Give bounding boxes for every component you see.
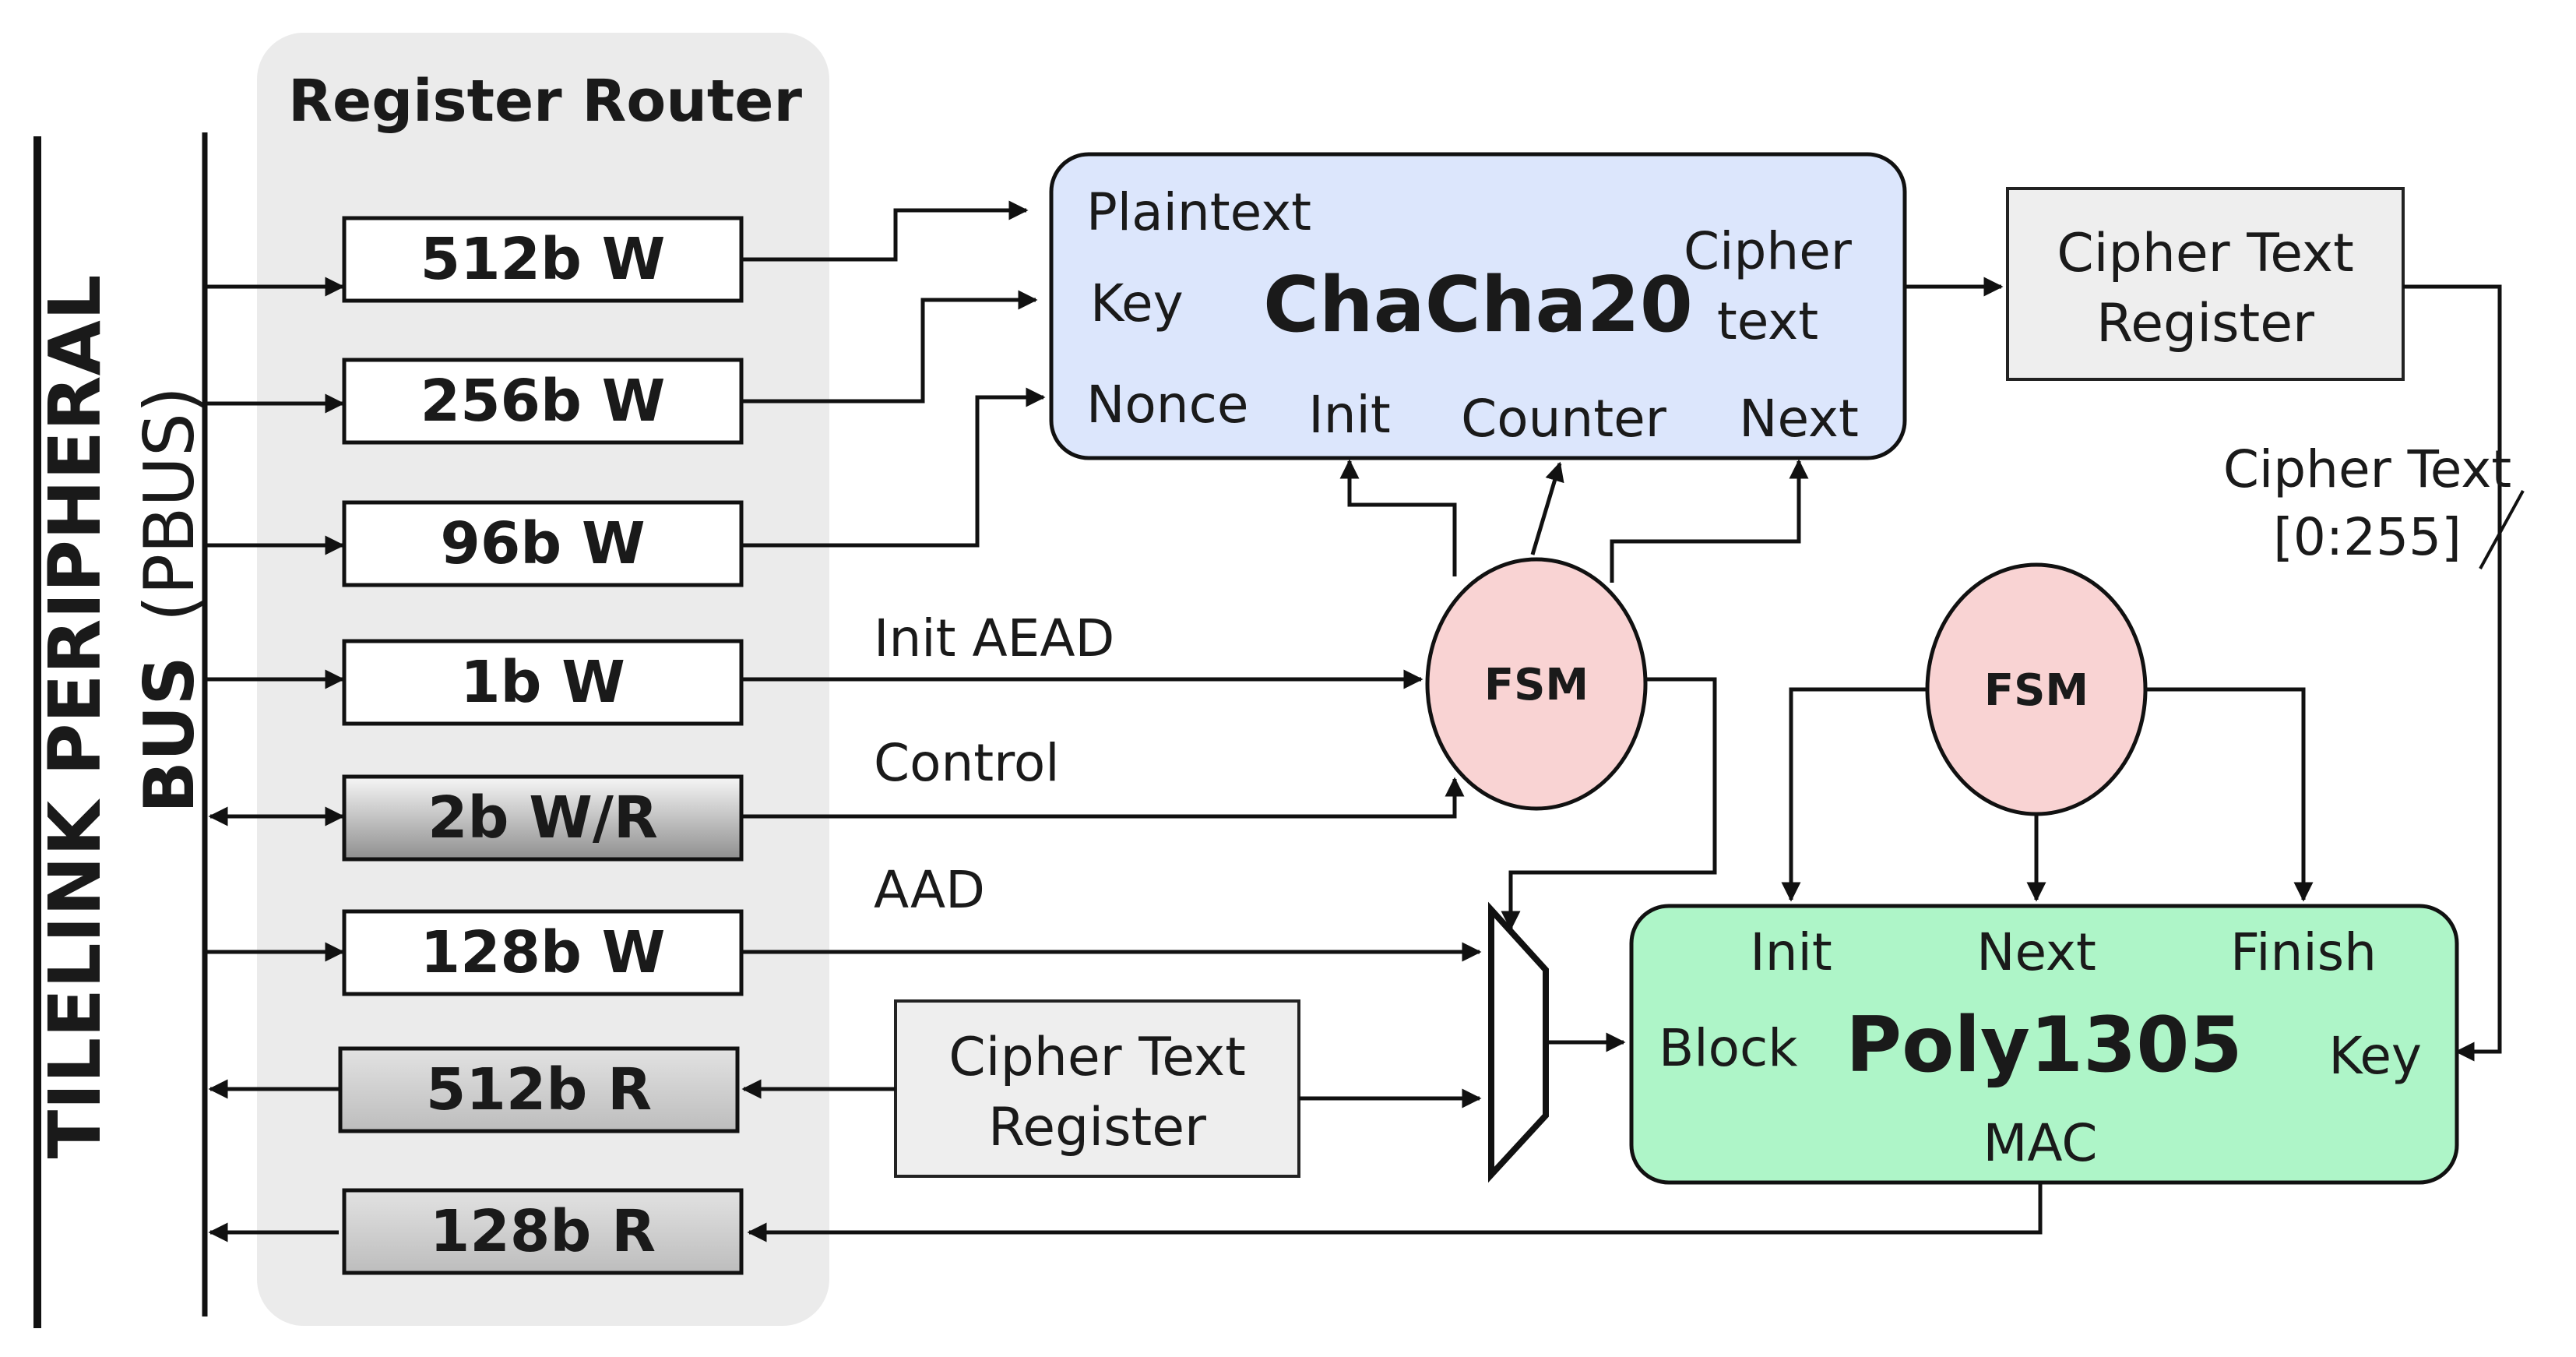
cipher-register-top-line2: Register xyxy=(2096,293,2314,354)
svg-text:BUS (PBUS): BUS (PBUS) xyxy=(129,386,209,813)
register-label: 96b W xyxy=(440,510,645,577)
register-512b-r: 512b R xyxy=(338,1046,740,1133)
cipher-text-register-top: Cipher Text Register xyxy=(2006,187,2405,381)
register-128b-r: 128b R xyxy=(342,1188,744,1275)
bus-subtitle-normal: (PBUS) xyxy=(129,386,209,622)
poly-name: Poly1305 xyxy=(1846,1001,2242,1090)
chacha-name: ChaCha20 xyxy=(1263,261,1693,350)
register-label: 512b R xyxy=(426,1056,652,1123)
chacha-port-nonce: Nonce xyxy=(1086,375,1248,435)
register-96b-w: 96b W xyxy=(342,500,744,587)
register-512b-w: 512b W xyxy=(342,216,744,303)
chacha-port-key: Key xyxy=(1090,273,1184,333)
cipher-text-bus-label-2: [0:255] xyxy=(2273,507,2462,567)
register-label: 128b W xyxy=(421,919,666,986)
cipher-register-bottom-line1: Cipher Text xyxy=(948,1027,1246,1088)
cipher-text-bus-label-1: Cipher Text xyxy=(2223,439,2511,499)
chacha-port-init: Init xyxy=(1308,385,1391,445)
fsm-label: FSM xyxy=(1484,660,1589,710)
poly-port-next: Next xyxy=(1976,922,2096,982)
register-label: 2b W/R xyxy=(428,784,658,851)
cipher-text-register-bottom: Cipher Text Register xyxy=(894,999,1300,1178)
chacha-port-cipher-2: text xyxy=(1717,291,1818,351)
bus-label: TILELINK PERIPHERAL xyxy=(33,275,117,1159)
register-label: 256b W xyxy=(421,368,666,435)
register-label: 128b R xyxy=(430,1198,656,1265)
bus-title: TILELINK PERIPHERAL xyxy=(33,275,117,1159)
register-label: 1b W xyxy=(460,649,625,716)
register-label: 512b W xyxy=(421,226,666,293)
bus-width-tick xyxy=(2479,490,2525,569)
bus-subtitle-bold: BUS xyxy=(129,656,209,813)
chacha-fsm: FSM xyxy=(1425,557,1648,811)
poly-port-block: Block xyxy=(1659,1018,1798,1078)
signal-control: Control xyxy=(874,733,1060,793)
register-router-title: Register Router xyxy=(288,68,802,135)
bus-sublabel: BUS (PBUS) xyxy=(129,386,209,813)
fsm-label: FSM xyxy=(1984,665,2089,716)
chacha-port-plaintext: Plaintext xyxy=(1086,182,1311,242)
poly-port-init: Init xyxy=(1750,922,1832,982)
chacha-port-next: Next xyxy=(1739,389,1859,449)
register-128b-w: 128b W xyxy=(342,909,744,996)
chacha-port-counter: Counter xyxy=(1461,389,1667,449)
poly-port-key: Key xyxy=(2328,1026,2422,1086)
register-1b-w: 1b W xyxy=(342,639,744,726)
poly-port-finish: Finish xyxy=(2230,922,2377,982)
poly-port-mac: MAC xyxy=(1983,1113,2097,1173)
chacha-port-cipher-1: Cipher xyxy=(1684,221,1853,281)
signal-aad: AAD xyxy=(874,860,985,920)
signal-init-aead: Init AEAD xyxy=(874,608,1114,668)
poly1305-block: Init Next Finish Block Poly1305 Key MAC xyxy=(1629,904,2459,1185)
register-256b-w: 256b W xyxy=(342,358,744,445)
chacha20-block: Plaintext Key Nonce ChaCha20 Cipher text… xyxy=(1049,152,1907,460)
cipher-register-top-line1: Cipher Text xyxy=(2057,223,2354,284)
cipher-register-bottom-line2: Register xyxy=(988,1097,1206,1158)
poly-fsm: FSM xyxy=(1925,562,2148,816)
multiplexer xyxy=(1488,901,1549,1183)
register-2b-wr: 2b W/R xyxy=(342,774,744,862)
